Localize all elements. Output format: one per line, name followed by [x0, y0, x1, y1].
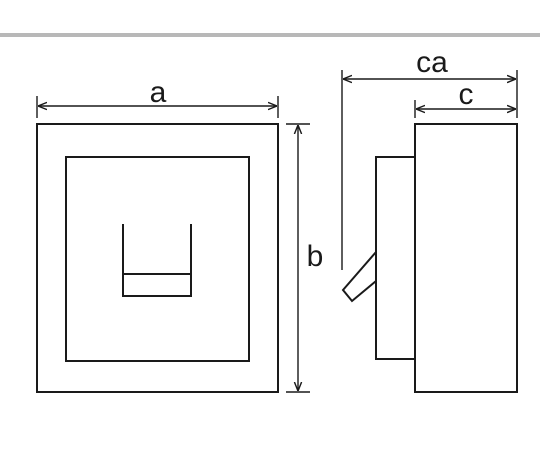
label-c: c — [459, 78, 474, 111]
label-a: a — [150, 76, 167, 109]
front-switch-symbol — [122, 224, 192, 297]
dimension-c — [414, 100, 516, 118]
label-b: b — [307, 240, 324, 273]
side-body — [414, 123, 518, 393]
front-outer-frame — [36, 123, 279, 393]
side-toggle-lever — [341, 249, 377, 303]
dimension-a — [36, 96, 279, 118]
dimension-ca — [341, 70, 518, 270]
header-bar — [0, 33, 540, 37]
front-inner-plate — [65, 156, 250, 362]
side-view — [341, 123, 518, 393]
label-ca: ca — [416, 46, 448, 79]
side-front-plate — [375, 156, 416, 360]
front-view — [36, 123, 279, 393]
dimension-b — [286, 123, 310, 393]
